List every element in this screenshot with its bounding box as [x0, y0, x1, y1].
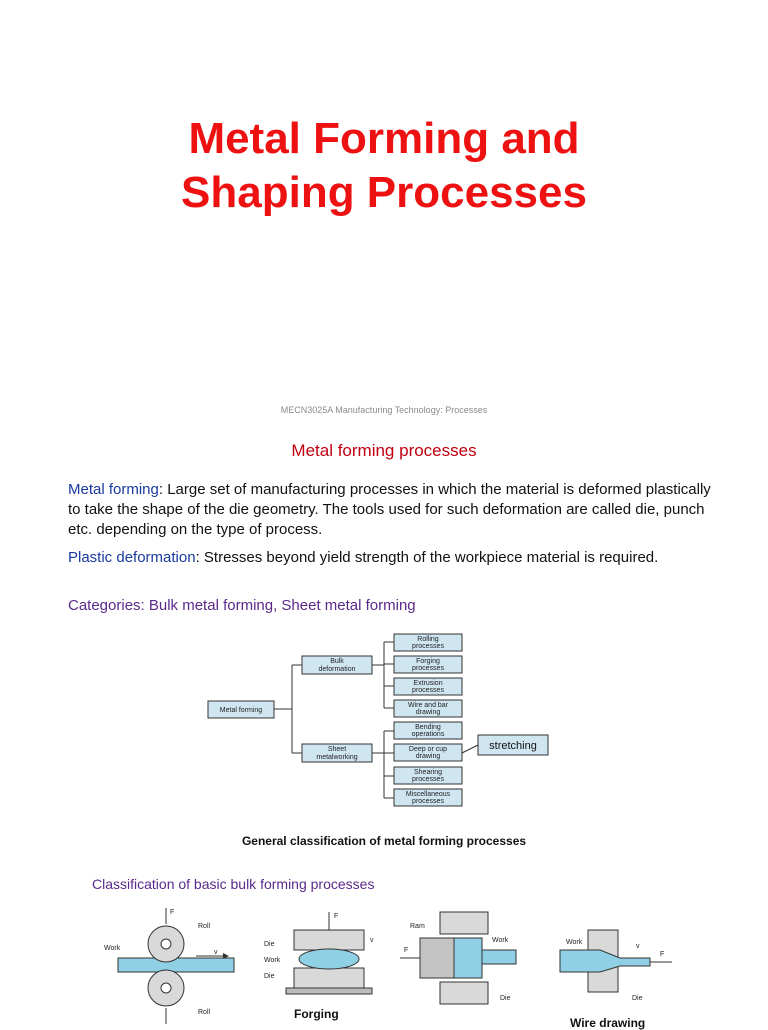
wire-drawing-sketch: Work Die F v	[559, 929, 672, 1002]
tree-leaf-forging-2: processes	[412, 665, 444, 672]
slide-title-line1: Metal Forming and	[188, 114, 580, 163]
term-plastic-deformation: Plastic deformation	[68, 549, 196, 566]
section-title: Metal forming processes	[291, 441, 477, 460]
tree-leaf-shearing-1: Shearing	[414, 769, 442, 776]
tree-sheet-label-1: Sheet	[328, 746, 346, 753]
tree-leaf-misc-1: Miscellaneous	[406, 791, 451, 798]
tree-leaf-wire-2: drawing	[416, 709, 441, 716]
tree-leaf-extrusion-1: Extrusion	[413, 680, 442, 687]
rolling-roll-top-label: Roll	[198, 923, 211, 930]
stretching-label: stretching	[489, 740, 537, 752]
slide-title: Metal Forming and Shaping Processes	[0, 112, 768, 220]
tree-root-label: Metal forming	[220, 707, 263, 714]
rolling-velocity-label: v	[214, 949, 218, 956]
extrusion-sketch: Ram Work Die F	[400, 911, 517, 1005]
tree-leaf-bending-2: operations	[412, 731, 445, 738]
wire-drawing-title: Wire drawing	[570, 1016, 646, 1030]
bulk-forming-processes-illustration: Work Roll Roll F v Die Work Die F v Ram …	[104, 908, 672, 1024]
slide-title-line2: Shaping Processes	[181, 168, 587, 217]
forging-sketch: Die Work Die F v	[264, 912, 374, 995]
tree-leaf-bending-1: Bending	[415, 724, 441, 731]
classification-tree-diagram: Metal forming Bulk deformation Sheet met…	[207, 633, 549, 807]
rolling-roll-bottom-label: Roll	[198, 1009, 211, 1016]
extrusion-ram-label: Ram	[410, 923, 425, 930]
drawing-velocity-label: v	[636, 943, 640, 950]
forging-title: Forging	[294, 1007, 339, 1021]
classification-caption: General classification of metal forming …	[241, 834, 527, 848]
bulk-forming-caption: Classification of basic bulk forming pro…	[92, 876, 375, 892]
drawing-die-label: Die	[632, 995, 643, 1002]
forging-die-top-label: Die	[264, 941, 275, 948]
forging-work-label: Work	[264, 957, 281, 964]
rolling-work-label: Work	[104, 945, 121, 952]
categories-line: Categories: Bulk metal forming, Sheet me…	[68, 597, 416, 614]
tree-leaf-wire-1: Wire and bar	[408, 702, 449, 709]
extrusion-die-label: Die	[500, 995, 511, 1002]
slide-footer: MECN3025A Manufacturing Technology: Proc…	[280, 405, 488, 415]
forging-die-bottom-label: Die	[264, 973, 275, 980]
tree-leaf-forging-1: Forging	[416, 658, 440, 665]
tree-leaf-rolling-2: processes	[412, 643, 444, 650]
tree-leaf-deep-2: drawing	[416, 753, 441, 760]
paragraph-plastic-deformation: Plastic deformation: Stresses beyond yie…	[68, 548, 718, 568]
tree-sheet-label-2: metalworking	[316, 754, 357, 761]
tree-leaf-shearing-2: processes	[412, 776, 444, 783]
rolling-sketch: Work Roll Roll F v	[104, 908, 235, 1024]
tree-leaf-deep-1: Deep or cup	[409, 746, 447, 753]
drawing-force-label: F	[660, 951, 664, 958]
forging-force-label: F	[334, 913, 338, 920]
rolling-force-label: F	[170, 909, 174, 916]
tree-bulk-label-2: deformation	[319, 666, 356, 673]
term-metal-forming: Metal forming	[68, 481, 159, 498]
tree-leaf-extrusion-2: processes	[412, 687, 444, 694]
definition-metal-forming: : Large set of manufacturing processes i…	[68, 481, 711, 538]
definition-plastic-deformation: : Stresses beyond yield strength of the …	[195, 549, 659, 566]
drawing-work-label: Work	[566, 939, 583, 946]
extrusion-force-label: F	[404, 947, 408, 954]
title-slide: Metal Forming and Shaping Processes	[0, 0, 768, 390]
paragraph-metal-forming: Metal forming: Large set of manufacturin…	[68, 480, 718, 540]
forging-velocity-label: v	[370, 937, 374, 944]
extrusion-work-label: Work	[492, 937, 509, 944]
tree-leaf-rolling-1: Rolling	[417, 636, 439, 643]
tree-leaf-misc-2: processes	[412, 798, 444, 805]
tree-bulk-label-1: Bulk	[330, 658, 344, 665]
